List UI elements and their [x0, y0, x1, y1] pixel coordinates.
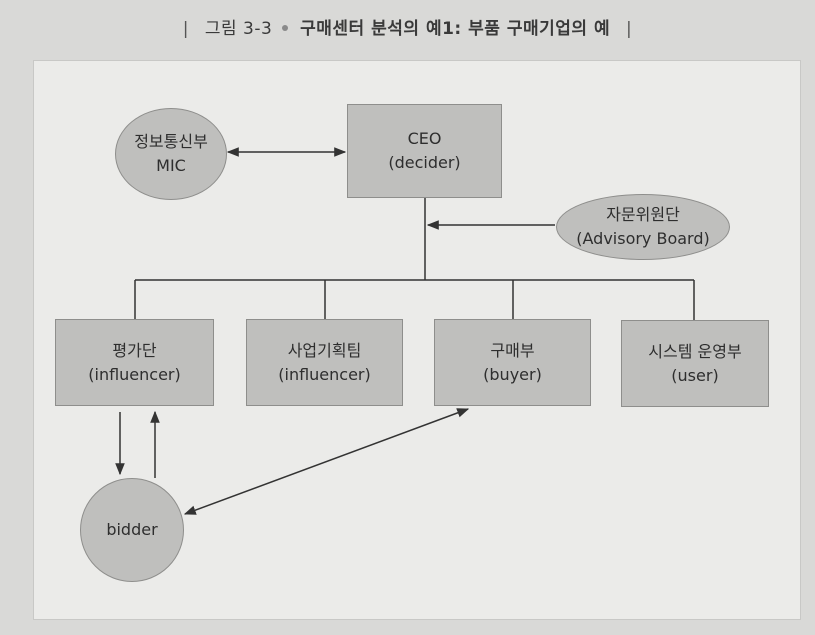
- figure-title: 구매센터 분석의 예1: 부품 구매기업의 예: [300, 19, 611, 39]
- mic-label-en: MIC: [156, 156, 186, 175]
- eval-label: 평가단: [112, 340, 157, 360]
- ceo-role: (decider): [388, 153, 461, 172]
- bullet-dot-icon: [282, 25, 289, 31]
- caption-right-bar: |: [626, 19, 633, 39]
- purchasing-bidder-arrow: [183, 408, 470, 515]
- purchasing-dept-node: 구매부 (buyer): [434, 319, 591, 406]
- figure-number: 그림 3-3: [204, 19, 273, 39]
- bidder-label: bidder: [106, 520, 158, 539]
- systems-role: (user): [671, 365, 719, 385]
- planning-team-node: 사업기획팀 (influencer): [246, 319, 403, 406]
- advisory-board-node: 자문위원단 (Advisory Board): [556, 194, 730, 260]
- caption-left-bar: |: [182, 19, 189, 39]
- eval-role: (influencer): [88, 364, 181, 384]
- ceo-node: CEO (decider): [347, 104, 502, 198]
- planning-label: 사업기획팀: [287, 340, 362, 360]
- figure-caption: | 그림 3-3 구매센터 분석의 예1: 부품 구매기업의 예 |: [0, 14, 815, 39]
- purchasing-role: (buyer): [483, 364, 542, 384]
- mic-node: 정보통신부 MIC: [115, 108, 227, 200]
- planning-role: (influencer): [278, 364, 371, 384]
- systems-label: 시스템 운영부: [648, 341, 742, 361]
- systems-ops-node: 시스템 운영부 (user): [621, 320, 769, 407]
- mic-label-ko: 정보통신부: [134, 132, 208, 151]
- purchasing-label: 구매부: [490, 340, 535, 360]
- evaluation-team-node: 평가단 (influencer): [55, 319, 214, 406]
- bidder-node: bidder: [80, 478, 184, 582]
- advisory-label-ko: 자문위원단: [606, 205, 680, 224]
- ceo-label: CEO: [407, 129, 442, 148]
- advisory-label-en: (Advisory Board): [576, 229, 710, 248]
